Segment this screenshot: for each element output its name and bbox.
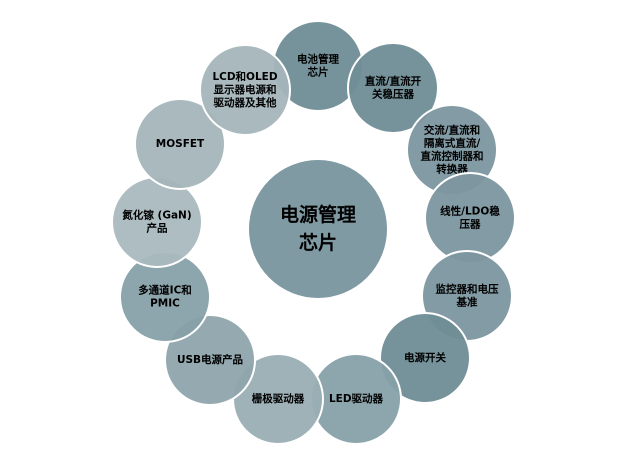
node-3-line-4: 转换器	[436, 163, 468, 176]
node-5-label: 监控器和电压基准	[436, 283, 499, 309]
node-13-circle	[199, 44, 291, 136]
center-node: 电源管理芯片	[247, 158, 389, 300]
node-9: USB电源产品	[164, 314, 256, 406]
node-6-circle	[379, 312, 471, 404]
node-9-line-1: USB电源产品	[177, 353, 243, 366]
node-2-label: 直流/直流开关稳压器	[365, 75, 422, 101]
node-3-line-2: 隔离式直流/	[424, 137, 480, 150]
node-2: 直流/直流开关稳压器	[347, 42, 439, 134]
node-12-line-1: MOSFET	[156, 138, 205, 150]
node-1-line-1: 电池管理	[297, 53, 339, 66]
node-11-line-2: 产品	[147, 222, 168, 235]
node-7-label: LED驱动器	[329, 392, 384, 405]
node-10-line-1: 多通道IC和	[138, 284, 192, 297]
node-1-line-2: 芯片	[308, 66, 329, 79]
node-4-line-1: 线性/LDO稳	[440, 205, 500, 218]
node-3-label: 交流/直流和隔离式直流/直流控制器和转换器	[421, 124, 484, 176]
node-13-line-2: 显示器电源和	[214, 83, 277, 96]
node-9-label: USB电源产品	[177, 353, 243, 366]
node-5-line-2: 基准	[456, 296, 478, 309]
center-line-2: 芯片	[299, 231, 337, 254]
node-2-line-1: 直流/直流开	[365, 75, 422, 88]
node-12: MOSFET	[134, 98, 226, 190]
node-12-circle	[134, 98, 226, 190]
center-line-1: 电源管理	[280, 203, 356, 226]
node-7: LED驱动器	[310, 353, 402, 445]
node-8: 栅极驱动器	[232, 353, 324, 445]
node-4-label: 线性/LDO稳压器	[440, 205, 500, 231]
node-12-label: MOSFET	[156, 138, 205, 150]
node-5-line-1: 监控器和电压	[436, 283, 499, 296]
node-6-label: 电源开关	[404, 351, 446, 364]
node-10-line-2: PMIC	[150, 298, 180, 310]
node-6: 电源开关	[379, 312, 471, 404]
node-2-line-2: 关稳压器	[372, 88, 414, 101]
node-11-label: 氮化镓 (GaN)产品	[122, 209, 191, 235]
node-11: 氮化镓 (GaN)产品	[111, 176, 203, 268]
node-13-line-3: 驱动器及其他	[214, 96, 277, 109]
node-8-label: 栅极驱动器	[252, 392, 305, 405]
node-8-line-1: 栅极驱动器	[252, 392, 305, 405]
node-13-line-1: LCD和OLED	[212, 70, 277, 83]
node-3-line-3: 直流控制器和	[421, 150, 484, 163]
node-11-line-1: 氮化镓 (GaN)	[122, 209, 191, 222]
center-label: 电源管理芯片	[280, 203, 356, 254]
node-7-line-1: LED驱动器	[329, 392, 384, 405]
node-2-circle	[347, 42, 439, 134]
node-3-line-1: 交流/直流和	[424, 124, 480, 137]
center-circle	[247, 158, 389, 300]
node-1-label: 电池管理芯片	[297, 53, 339, 79]
node-6-line-1: 电源开关	[404, 351, 446, 364]
node-4: 线性/LDO稳压器	[424, 172, 516, 264]
node-4-line-2: 压器	[460, 219, 481, 231]
outer-nodes: 电池管理芯片直流/直流开关稳压器交流/直流和隔离式直流/直流控制器和转换器线性/…	[111, 20, 516, 445]
node-9-circle	[164, 314, 256, 406]
